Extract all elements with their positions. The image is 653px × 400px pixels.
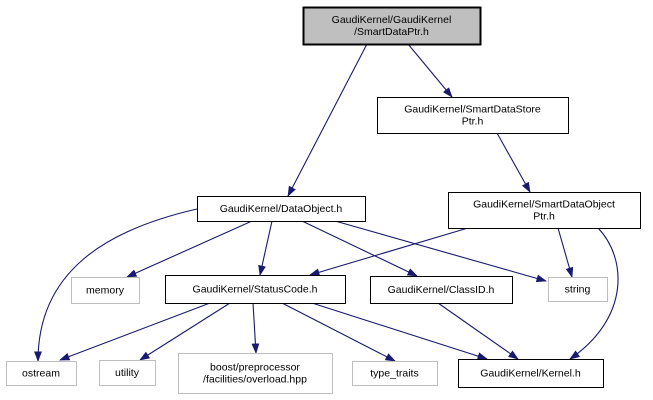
node-box-smartdatastoreptr[interactable] [377, 97, 569, 134]
edge-smartdataobjectptr-to-kernel [569, 227, 619, 360]
graph-node-type_traits: type_traits [352, 361, 438, 386]
edge-smartdataobjectptr-to-statuscode [309, 227, 469, 277]
edge-smartdataobjectptr-to-string [557, 227, 574, 278]
edge-dataobject-to-statuscode [258, 220, 273, 276]
node-label-boost_overload-line1: boost/preprocessor [210, 362, 300, 374]
node-box-classid[interactable] [370, 276, 513, 304]
node-label-smartdataobjectptr-line1: GaudiKernel/SmartDataObject [473, 199, 615, 211]
graph-node-classid[interactable]: GaudiKernel/ClassID.h [370, 276, 513, 304]
edge-statuscode-to-ostream [59, 302, 211, 361]
graph-node-statuscode[interactable]: GaudiKernel/StatusCode.h [165, 275, 346, 304]
node-box-smartdataobjectptr[interactable] [448, 192, 641, 229]
node-box-statuscode[interactable] [165, 275, 346, 304]
graph-node-dataobject[interactable]: GaudiKernel/DataObject.h [197, 196, 366, 222]
node-box-dataobject[interactable] [197, 196, 366, 222]
node-label-smartdataptr-line1: GaudiKernel/GaudiKernel [332, 14, 452, 26]
node-label-kernel: GaudiKernel/Kernel.h [480, 368, 581, 380]
node-box-boost_overload [178, 353, 333, 394]
node-label-ostream: ostream [22, 368, 60, 380]
edge-classid-to-kernel [437, 302, 519, 360]
graph-node-boost_overload: boost/preprocessor/facilities/overload.h… [178, 353, 333, 394]
node-label-memory: memory [86, 285, 125, 297]
node-box-type_traits [352, 361, 438, 386]
edge-dataobject-to-ostream [34, 208, 198, 362]
node-label-type_traits: type_traits [370, 368, 418, 380]
node-label-utility: utility [115, 367, 140, 379]
graph-node-string: string [548, 277, 608, 302]
edge-smartdatastoreptr-to-smartdataobjectptr [496, 132, 531, 193]
graph-node-smartdataptr[interactable]: GaudiKernel/GaudiKernel/SmartDataPtr.h [302, 6, 482, 46]
node-box-smartdataptr[interactable] [302, 6, 482, 46]
graph-node-memory: memory [71, 277, 140, 304]
edge-smartdataptr-to-dataobject [287, 43, 368, 197]
node-box-ostream [6, 361, 77, 386]
node-label-statuscode: GaudiKernel/StatusCode.h [193, 284, 318, 296]
graph-node-utility: utility [99, 360, 156, 386]
node-box-memory [71, 277, 140, 304]
edge-statuscode-to-kernel [311, 302, 488, 360]
node-label-smartdataptr-line2: /SmartDataPtr.h [354, 26, 429, 38]
node-label-classid: GaudiKernel/ClassID.h [388, 284, 495, 296]
node-label-string: string [565, 284, 591, 296]
edge-statuscode-to-utility [139, 302, 231, 361]
edge-dataobject-to-string [334, 220, 547, 283]
node-box-string [548, 277, 608, 302]
node-label-smartdatastoreptr-line2: Ptr.h [462, 116, 484, 128]
node-label-boost_overload-line2: /facilities/overload.hpp [203, 374, 307, 386]
graph-node-kernel[interactable]: GaudiKernel/Kernel.h [458, 359, 604, 388]
node-box-utility [99, 360, 156, 386]
node-label-smartdatastoreptr-line1: GaudiKernel/SmartDataStore [404, 104, 541, 116]
edge-statuscode-to-boost_overload [251, 302, 260, 354]
edge-dataobject-to-classid [301, 220, 418, 277]
edge-smartdataptr-to-smartdatastoreptr [407, 43, 453, 98]
edge-dataobject-to-memory [126, 220, 253, 278]
edge-statuscode-to-type_traits [281, 302, 396, 362]
node-label-dataobject: GaudiKernel/DataObject.h [220, 203, 343, 215]
node-box-kernel[interactable] [458, 359, 604, 388]
node-label-smartdataobjectptr-line2: Ptr.h [533, 211, 555, 223]
graph-node-ostream: ostream [6, 361, 77, 386]
